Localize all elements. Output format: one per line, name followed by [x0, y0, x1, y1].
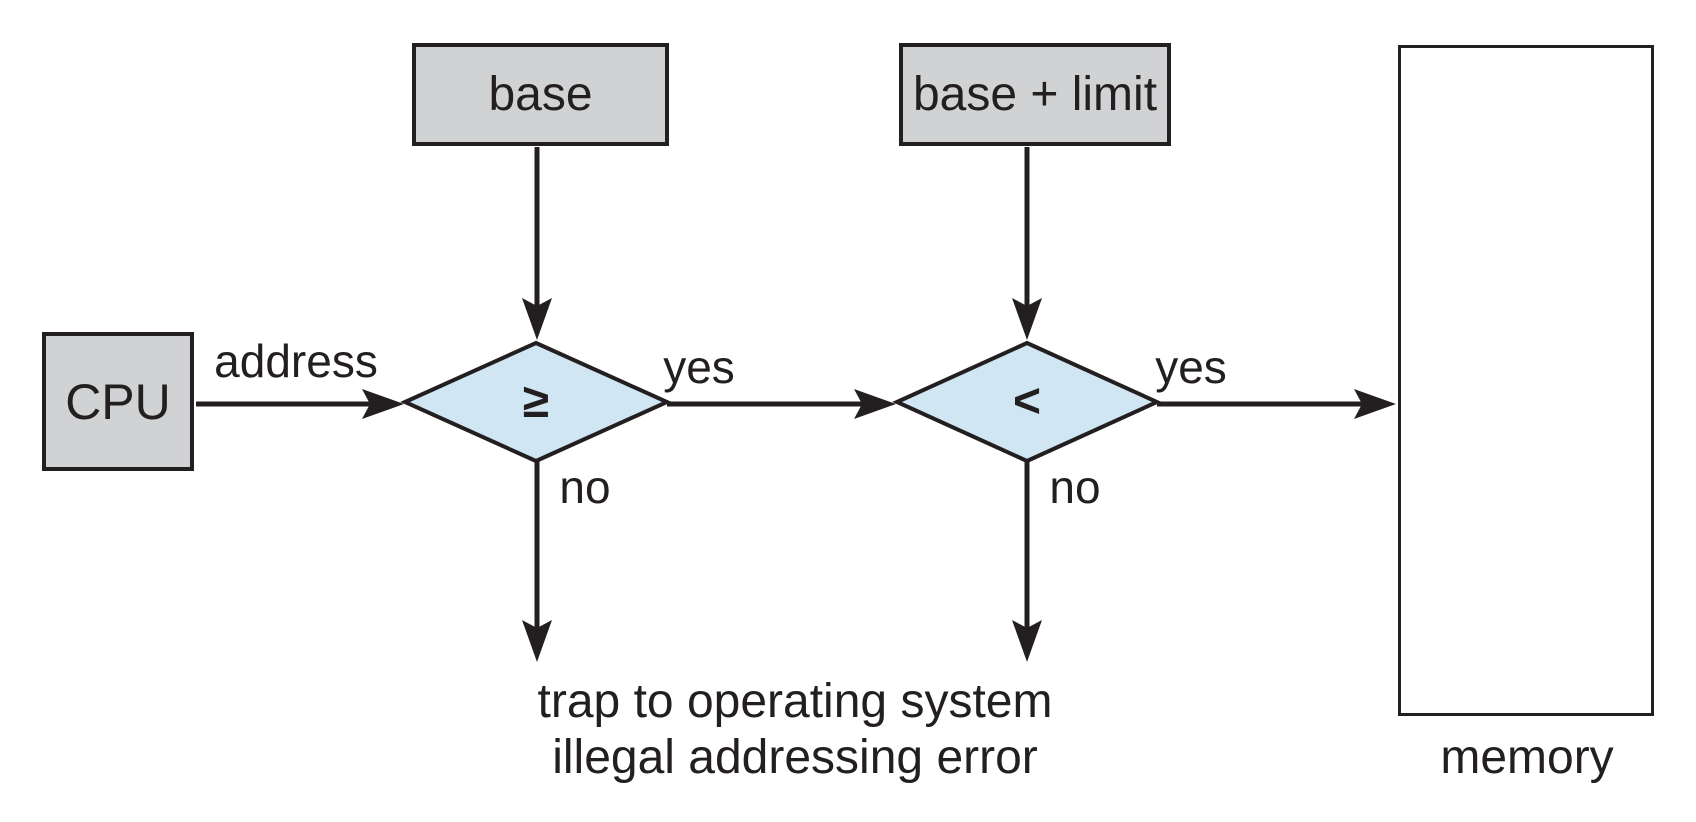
arrow-ge-yes-to-lt [667, 389, 896, 419]
base-plus-limit-register-box: base + limit [899, 43, 1171, 146]
ge-symbol: ≥ [522, 375, 550, 428]
no-label-first: no [559, 461, 611, 513]
memory-box [1398, 45, 1654, 716]
lt-decision-diamond [892, 340, 1162, 464]
cpu-label: CPU [65, 373, 171, 430]
arrow-base-to-ge [522, 147, 552, 340]
trap-text-line2: illegal addressing error [552, 730, 1038, 784]
yes-label-second: yes [1155, 341, 1227, 393]
lt-symbol: < [1012, 375, 1042, 428]
arrow-ge-no-to-trap [522, 461, 552, 662]
no-label-second: no [1049, 461, 1101, 513]
arrow-base-plus-limit-to-lt [1012, 147, 1042, 340]
trap-text-line1: trap to operating system [537, 675, 1053, 728]
base-register-box: base [412, 43, 669, 146]
arrow-lt-no-to-trap [1012, 461, 1042, 662]
address-edge-label: address [214, 335, 378, 387]
ge-decision-diamond [400, 340, 672, 464]
cpu-box: CPU [42, 332, 194, 471]
arrow-cpu-to-ge [196, 389, 404, 419]
trap-text: trap to operating system illegal address… [538, 674, 1053, 785]
base-register-label: base [488, 67, 593, 121]
base-plus-limit-register-label: base + limit [912, 67, 1158, 121]
arrow-lt-yes-to-memory [1157, 389, 1396, 419]
memory-label: memory [1440, 731, 1614, 784]
yes-label-first: yes [663, 341, 735, 393]
